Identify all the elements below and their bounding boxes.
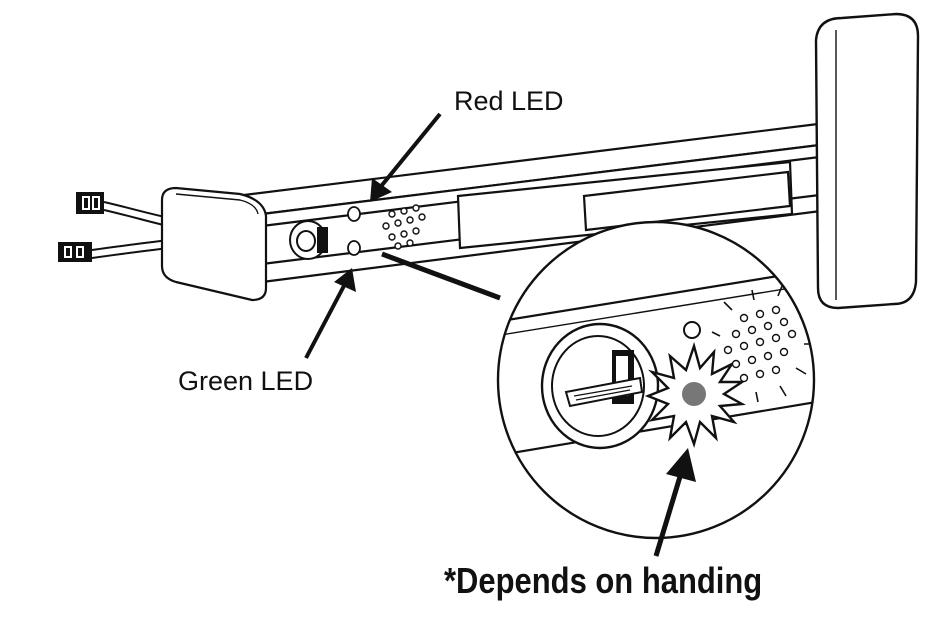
handing-note: *Depends on handing	[444, 560, 763, 601]
green-led-label: Green LED	[178, 366, 314, 396]
green-led-arrow	[304, 268, 356, 359]
magnified-view	[496, 220, 816, 540]
handing-arrow	[653, 448, 696, 557]
led-lit-dot	[682, 382, 706, 406]
left-end-cap	[160, 186, 268, 302]
connector-lower	[58, 242, 92, 262]
zoom-pointer	[381, 251, 501, 301]
connector-upper	[76, 192, 104, 214]
red-led	[347, 206, 361, 222]
red-led-label: Red LED	[454, 86, 564, 116]
red-led-arrow	[370, 112, 442, 202]
end-cap	[814, 12, 920, 310]
green-led	[347, 240, 361, 256]
push-pad	[456, 160, 794, 250]
speaker-grille	[382, 204, 426, 250]
key-cylinder	[289, 220, 328, 260]
